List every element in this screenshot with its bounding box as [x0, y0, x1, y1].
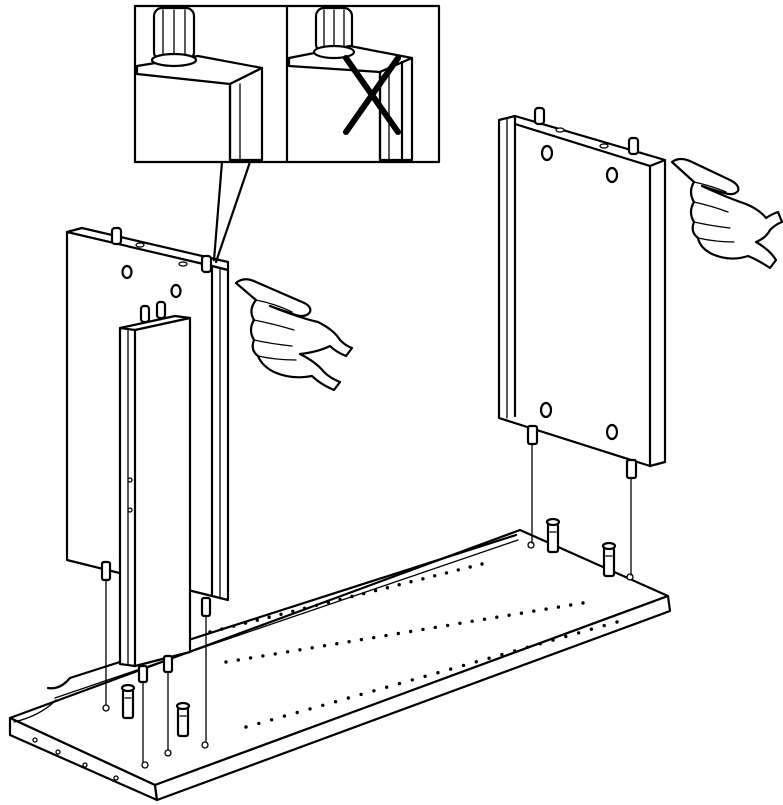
base-hole [602, 623, 606, 628]
base-hole [445, 623, 450, 628]
base-hole [261, 654, 265, 658]
base-hole [359, 637, 364, 642]
base-hole [295, 710, 299, 715]
base-hole [346, 696, 350, 700]
base-hole [372, 689, 376, 693]
base-hole [397, 681, 402, 686]
loose-dowel [601, 541, 617, 578]
base-hole [544, 607, 548, 611]
right-push-hand [670, 157, 783, 270]
base-hole [257, 721, 261, 726]
loose-dowel [120, 683, 136, 720]
base-hole [538, 642, 542, 646]
base-hole [208, 630, 212, 634]
base-hole [335, 642, 339, 646]
base-hole [482, 617, 487, 621]
base-hole [326, 600, 330, 605]
base-hole [224, 660, 228, 664]
base-hole [433, 625, 437, 630]
base-hole [350, 594, 354, 599]
base-hole [468, 565, 472, 569]
base-hole [232, 624, 236, 628]
base-hole [551, 638, 555, 642]
base-hole [291, 609, 295, 613]
base-hole [243, 621, 248, 625]
base-hole [449, 667, 453, 671]
base-hole [615, 620, 619, 624]
right-panel [497, 106, 667, 576]
left-push-hand [234, 278, 354, 392]
base-hole [444, 571, 449, 575]
base-hole [410, 678, 414, 682]
base-hole [556, 605, 561, 609]
base-hole [532, 609, 536, 613]
base-hole [474, 660, 478, 664]
base-hole [244, 725, 248, 729]
base-hole [285, 650, 290, 654]
base-hole [338, 597, 342, 602]
base-hole [310, 646, 314, 650]
base-hole [409, 580, 413, 584]
base-hole [589, 627, 594, 631]
base-hole [273, 652, 277, 656]
base-hole [269, 718, 274, 722]
base-hole [500, 652, 504, 657]
base-hole [409, 629, 413, 634]
base-hole [372, 635, 376, 640]
loose-dowel [175, 701, 191, 738]
cross-mark-icon [343, 55, 401, 135]
base-hole [421, 577, 425, 581]
base-hole [333, 700, 338, 704]
base-hole [470, 619, 474, 623]
detail-callout [133, 4, 441, 264]
base-hole [397, 583, 401, 587]
base-hole [347, 640, 351, 644]
base-hole [308, 707, 312, 711]
base-hole [385, 685, 389, 689]
base-hole [456, 568, 460, 572]
base-hole [362, 591, 366, 596]
base-hole [513, 649, 517, 653]
base-hole [480, 562, 484, 566]
base-hole [581, 601, 585, 605]
base-hole [359, 692, 363, 697]
base-hole [255, 618, 259, 622]
base-hole [461, 663, 466, 668]
correct-detail [135, 6, 264, 162]
left-front-panel [118, 300, 192, 763]
loose-dowel [545, 517, 561, 554]
base-hole [321, 703, 325, 707]
base-hole [322, 644, 327, 648]
base-hole [384, 633, 388, 638]
base-hole [564, 634, 568, 639]
base-hole [279, 612, 283, 616]
base-hole [298, 648, 302, 652]
base-hole-rows [208, 562, 619, 729]
base-hole [236, 658, 240, 662]
base-hole [576, 631, 581, 635]
base-hole [373, 588, 378, 593]
base-hole [421, 627, 425, 632]
base-hole [314, 603, 319, 608]
base-hole [396, 631, 400, 636]
base-hole [282, 714, 287, 718]
base-hole [458, 621, 462, 625]
base-hole [569, 603, 573, 607]
base-hole [248, 656, 253, 660]
base-hole [423, 674, 427, 678]
base-hole [302, 606, 307, 610]
base-hole [519, 611, 524, 615]
base-hole [525, 645, 530, 649]
base-hole [436, 671, 440, 675]
base-hole [220, 627, 224, 631]
base-hole [507, 613, 511, 617]
base-hole [385, 586, 390, 590]
base-hole [267, 615, 271, 619]
base-hole [495, 615, 499, 619]
base-hole [487, 656, 491, 660]
base-hole [433, 574, 437, 578]
base-board [8, 528, 672, 802]
